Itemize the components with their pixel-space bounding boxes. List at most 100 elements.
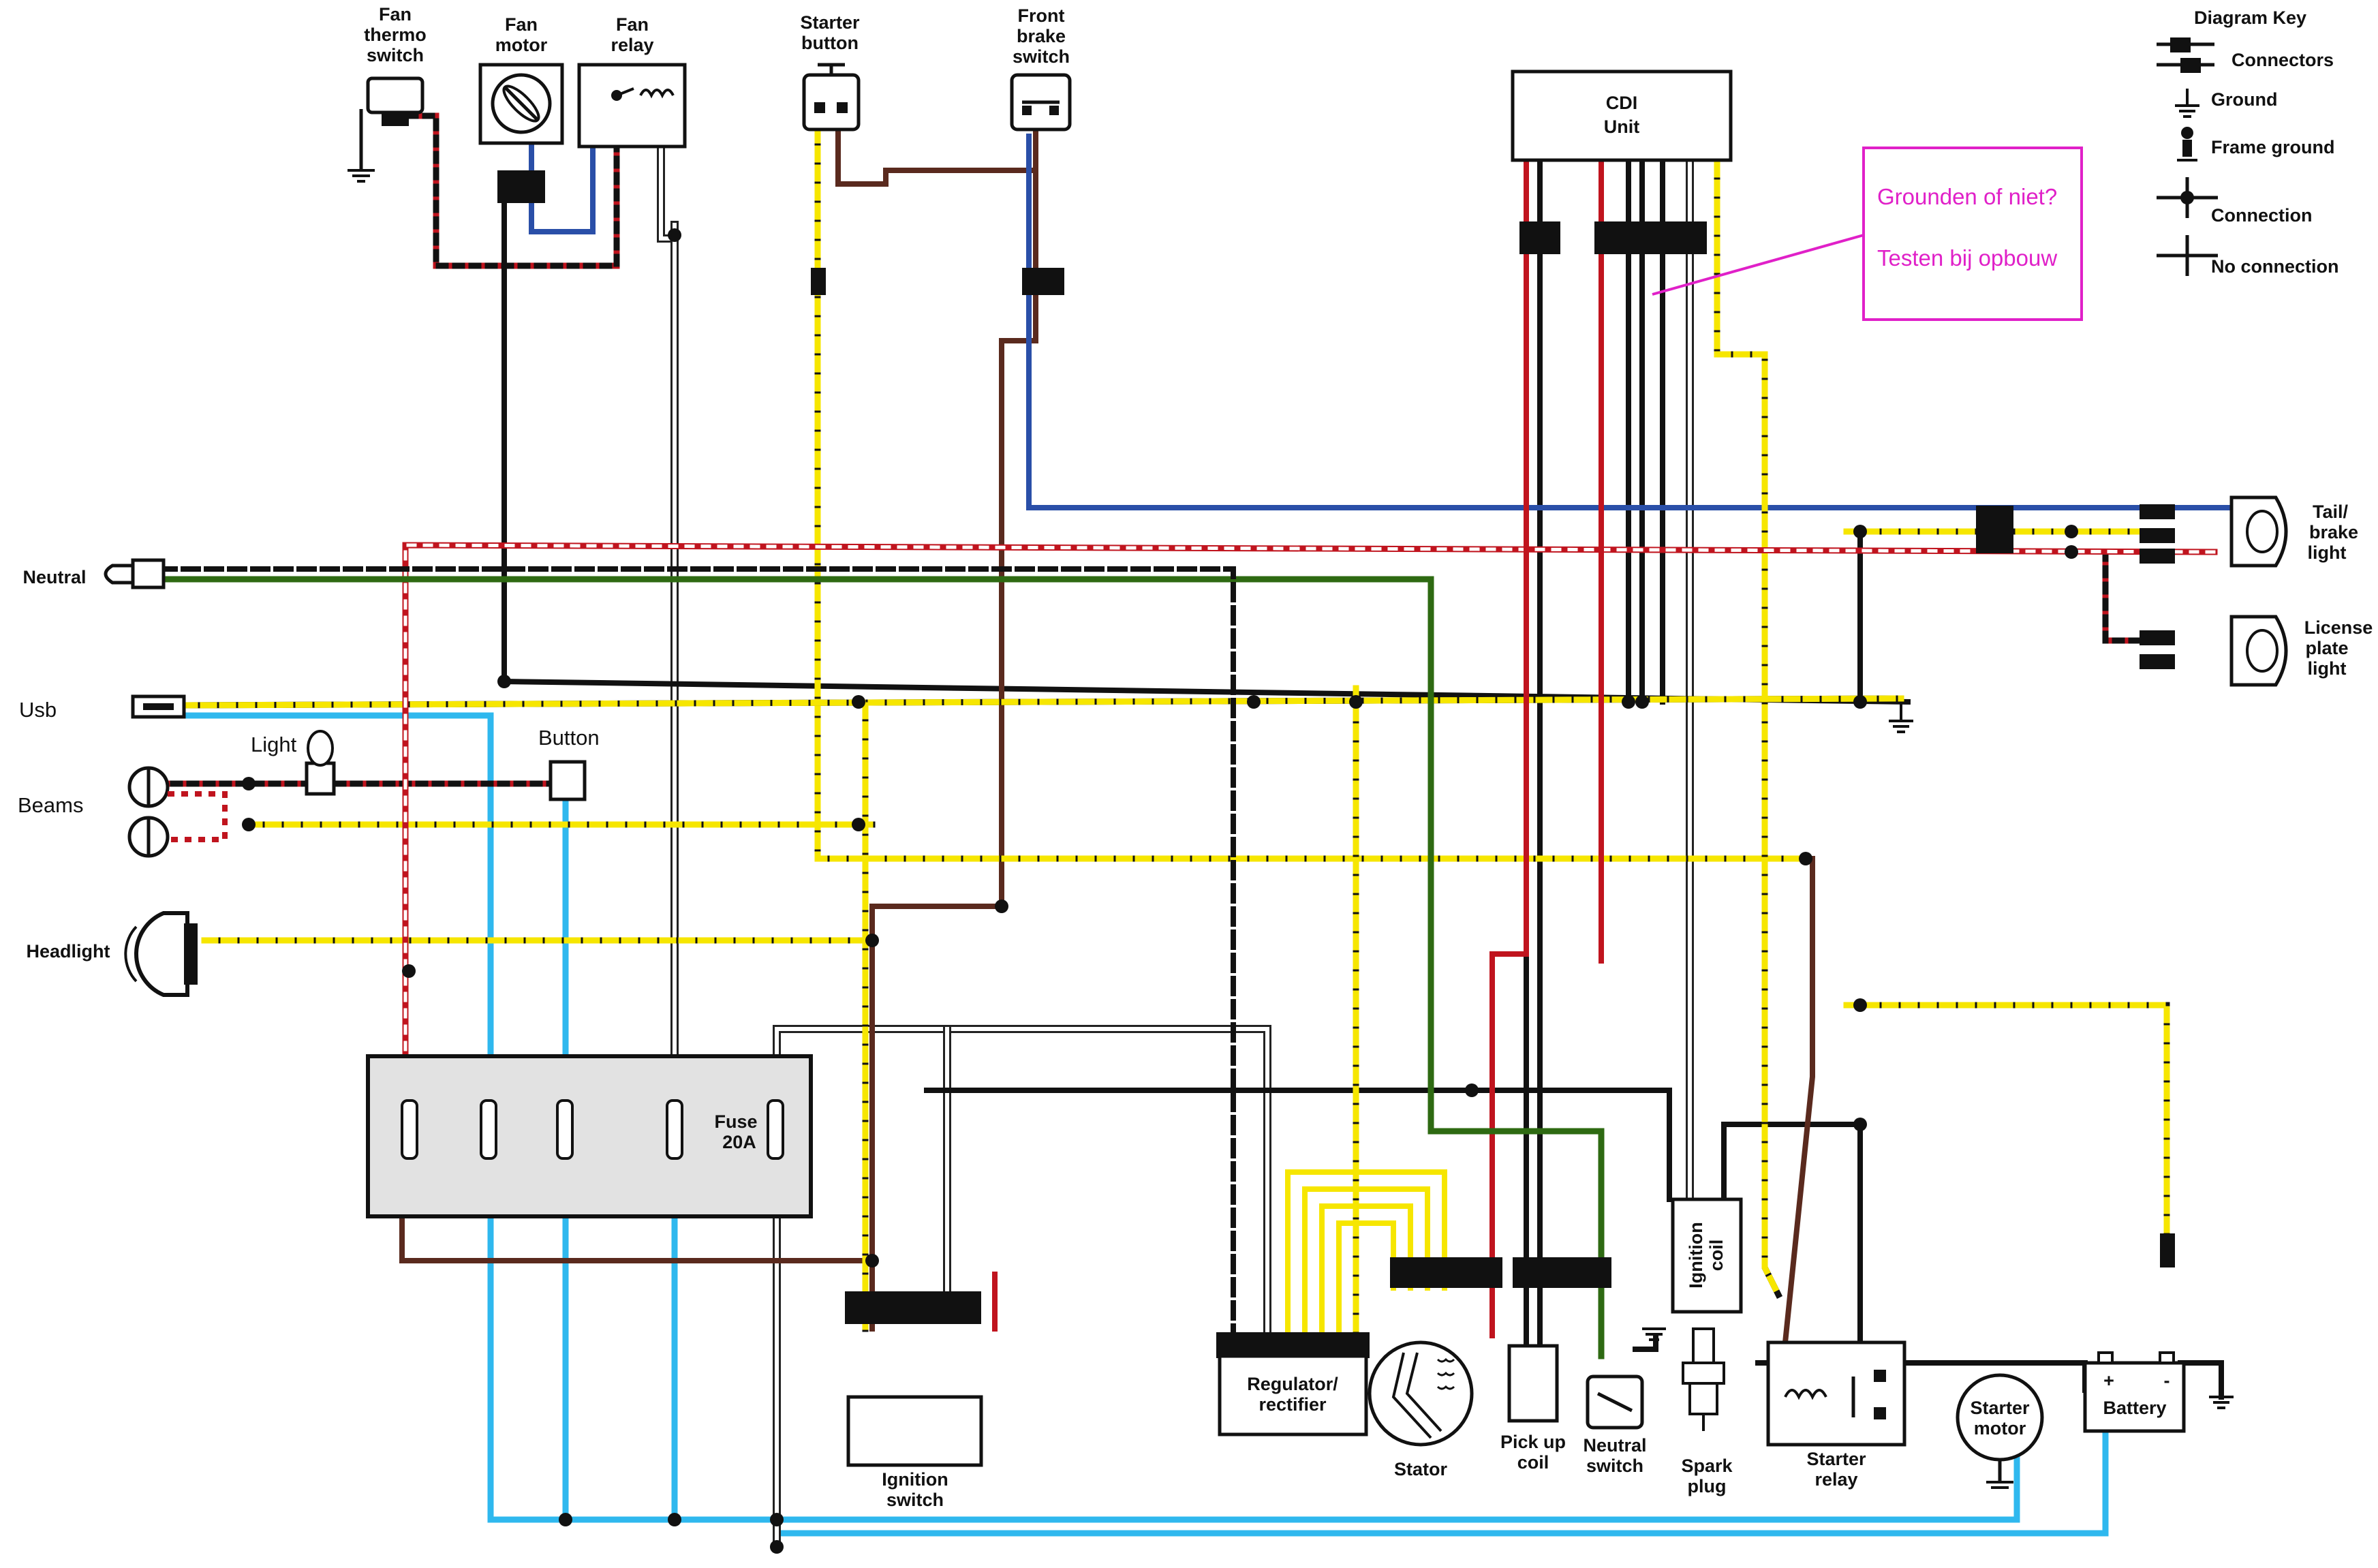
bulb-icon <box>2246 510 2279 553</box>
connection-dot <box>1853 1118 1867 1131</box>
light-button: Button <box>538 726 600 801</box>
regulator-rectifier: Regulator/ rectifier <box>1218 1354 1368 1436</box>
no-connection-key-icon <box>2157 235 2218 276</box>
frame-ground-key-icon <box>2177 127 2197 162</box>
tail-light-connector <box>2140 549 2175 564</box>
front-brake-switch: Front brake switch <box>1010 5 1072 132</box>
bulb-icon <box>2246 629 2279 673</box>
yellow-black-wires <box>181 126 2170 1346</box>
note-box: Grounden of niet? Testen bij opbouw <box>1652 147 2083 321</box>
wires <box>153 112 2238 1551</box>
button-label: Button <box>538 726 600 750</box>
tail-brake-light-label: brake <box>2309 522 2358 542</box>
cdi-connector-right <box>1594 221 1707 254</box>
diagram-key: Diagram Key Connectors Ground Frame grou… <box>2157 7 2339 277</box>
tail-brake-light-label: Tail/ <box>2313 502 2349 522</box>
neutral-switch-label: Neutral <box>1583 1435 1646 1456</box>
fan-relay: Fan relay <box>577 14 687 149</box>
tail-brake-light-label: light <box>2308 542 2347 563</box>
key-no-connection-label: No connection <box>2211 256 2339 277</box>
connection-dots <box>242 228 2078 1554</box>
key-ground-label: Ground <box>2211 89 2277 110</box>
connection-dot <box>1799 852 1812 865</box>
starter-button: Starter button <box>800 12 861 132</box>
fan-relay-label: relay <box>611 35 653 55</box>
license-light-connector <box>2140 630 2175 645</box>
ignition-coil: Ignition coil <box>1671 1197 1743 1314</box>
fuse-icon <box>666 1099 683 1160</box>
connection-key-icon <box>2157 177 2218 218</box>
neutral-switch-label: switch <box>1586 1456 1643 1476</box>
connection-dot <box>497 675 511 688</box>
starter-relay: Starter relay <box>1766 1340 1906 1490</box>
usb-label: Usb <box>19 698 57 722</box>
fan-motor-label: Fan <box>505 14 538 35</box>
usb-port: Usb <box>19 694 186 722</box>
green-wires <box>157 566 1605 1359</box>
connection-dot <box>852 695 865 709</box>
headlight: Headlight <box>26 911 198 997</box>
connection-dot <box>668 1513 681 1526</box>
ignition-switch-connector <box>845 1291 981 1324</box>
starter-relay-label: relay <box>1815 1469 1857 1490</box>
tail-light-connector <box>2140 528 2175 543</box>
ground-icon <box>1889 702 1913 733</box>
stator: Stator <box>1368 1340 1474 1479</box>
connection-dot <box>1465 1083 1479 1097</box>
stator-connector <box>1390 1257 1502 1288</box>
starter-motor: Starter motor <box>1956 1373 2044 1489</box>
ground-icon <box>1986 1481 2013 1489</box>
indicator-light: Light <box>251 730 336 796</box>
license-plate-light: License plate light <box>2229 615 2373 687</box>
fuse-icon <box>556 1099 574 1160</box>
red-black-wires <box>153 112 2218 1338</box>
beams: Beams <box>18 766 228 858</box>
bulb-icon <box>307 730 334 767</box>
connection-dot <box>2065 545 2078 559</box>
stator-yellow-wires <box>1285 1169 1447 1338</box>
key-frame-ground-label: Frame ground <box>2211 137 2335 157</box>
connection-dot <box>242 818 256 831</box>
beams-label: Beams <box>18 793 83 817</box>
neutral-switch: Neutral switch <box>1583 1327 1666 1476</box>
starter-motor-label: motor <box>1974 1418 2026 1439</box>
key-connectors-label: Connectors <box>2232 50 2334 70</box>
tail-brake-light: Tail/ brake light <box>2229 495 2358 568</box>
fuse-label: 20A <box>722 1132 756 1152</box>
front-brake-switch-label: Front <box>1018 5 1065 26</box>
connection-dot <box>995 900 1008 913</box>
connection-dot <box>559 1513 572 1526</box>
stator-label: Stator <box>1394 1459 1448 1479</box>
license-plate-light-label: plate <box>2305 638 2348 658</box>
battery-feed-wire <box>773 1428 2109 1537</box>
fan-motor-label: motor <box>495 35 548 55</box>
front-brake-switch-label: brake <box>1017 26 1066 46</box>
connection-dot <box>2065 525 2078 538</box>
spark-plug-label: plug <box>1688 1476 1727 1496</box>
fuse-icon <box>767 1099 784 1160</box>
pick-up-coil-label: Pick up <box>1500 1432 1566 1452</box>
cdi-connector-left <box>1519 221 1560 254</box>
fuse-box: Fuse 20A <box>366 1054 813 1218</box>
fan-thermo-switch: Fan thermo switch <box>348 4 427 183</box>
fan-icon <box>491 73 552 134</box>
connection-dot <box>770 1513 784 1526</box>
key-connection-label: Connection <box>2211 205 2313 226</box>
connection-dot <box>865 1254 879 1267</box>
front-brake-switch-label: switch <box>1013 46 1070 67</box>
battery-minus-label: - <box>2164 1370 2170 1391</box>
starter-motor-label: Starter <box>1970 1398 2030 1418</box>
connection-dot <box>770 1540 784 1554</box>
ground-icon <box>2209 1396 2234 1409</box>
license-plate-light-label: License <box>2304 617 2373 638</box>
ground-icon <box>1642 1327 1666 1341</box>
cdi-unit-label: CDI <box>1606 93 1638 113</box>
white-wires <box>657 132 1694 1551</box>
connection-dot <box>852 818 865 831</box>
diagram-key-title: Diagram Key <box>2194 7 2306 28</box>
battery-plus-label: + <box>2103 1370 2114 1391</box>
fuse-label: Fuse <box>714 1111 757 1132</box>
connection-dot <box>1349 695 1363 709</box>
spark-plug: Spark plug <box>1681 1327 1733 1496</box>
starter-button-connector <box>811 268 826 295</box>
